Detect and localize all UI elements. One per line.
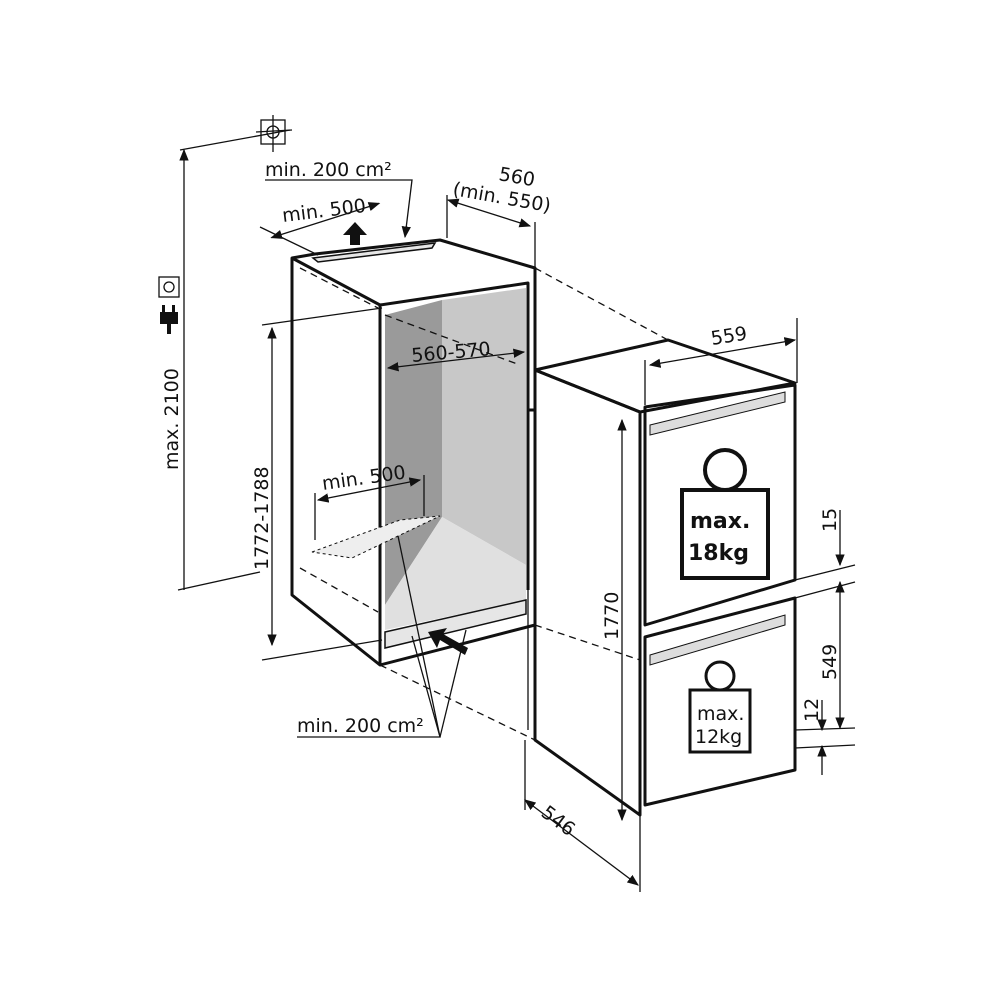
lower-door [643, 596, 797, 807]
weight-icon-upper: max. 18kg [680, 448, 770, 580]
plug-icon [160, 305, 178, 334]
max-height-label: max. 2100 [161, 368, 183, 470]
appliance-height-label: 1770 [601, 592, 623, 640]
vent-bottom-label: min. 200 cm² [297, 715, 424, 737]
weight-icon-lower: max. 12kg [688, 660, 752, 754]
gap-bottom-label: 12 [801, 698, 823, 722]
niche [290, 238, 537, 667]
appliance-depth-label: 546 [537, 801, 579, 840]
vent-top-label: min. 200 cm² [265, 159, 392, 181]
lower-weight-line2: 12kg [695, 726, 742, 748]
top-depth-label: min. 500 [281, 195, 367, 227]
water-connection-icon [179, 115, 293, 152]
max-height-dimension: max. 2100 [161, 148, 261, 591]
niche-height-label: 1772-1788 [251, 466, 273, 570]
appliance-width-label: 559 [709, 323, 748, 350]
upper-weight-line2: 18kg [688, 541, 749, 566]
gap-top-label: 15 [819, 508, 841, 532]
lower-weight-line1: max. [697, 703, 744, 725]
upper-weight-line1: max. [690, 509, 750, 534]
socket-icon [158, 276, 180, 298]
lower-door-label: 549 [819, 644, 841, 680]
